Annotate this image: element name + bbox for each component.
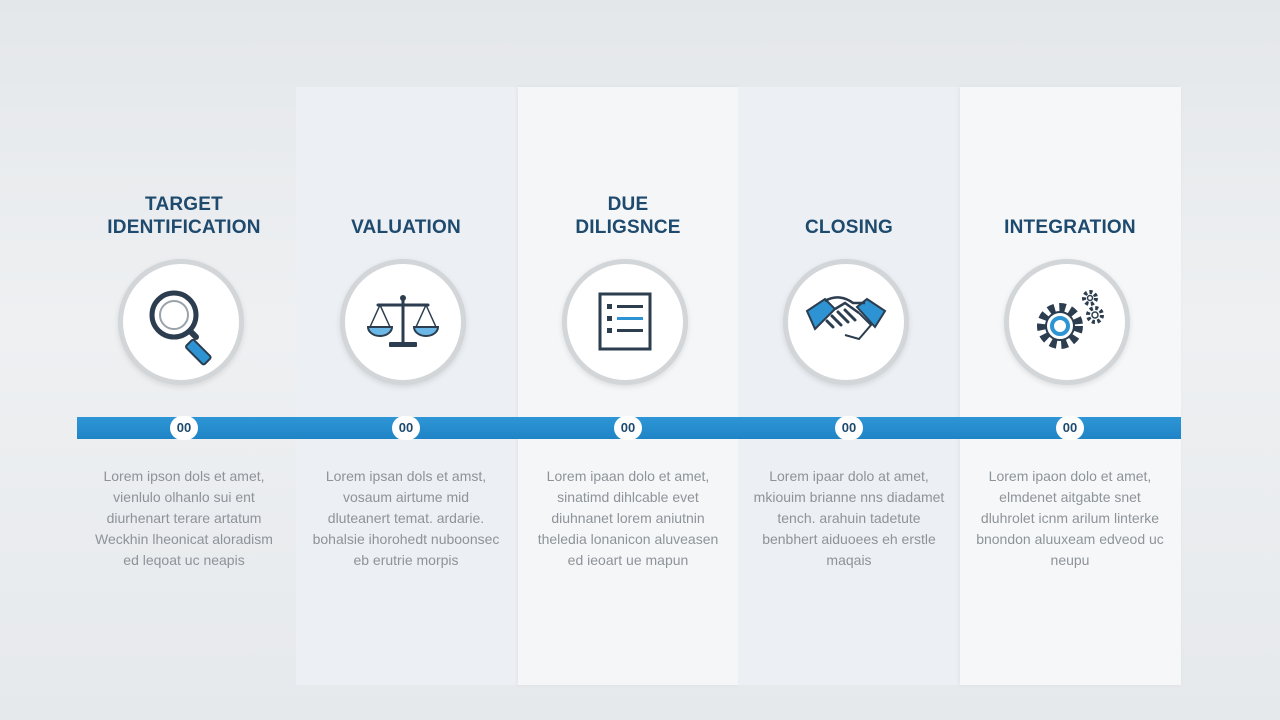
stage-description: Lorem ipsan dols et amst, vosaum airtume… (312, 468, 500, 568)
stage-title: DUE DILIGSNCE (575, 194, 681, 238)
stage-target-identification: TARGET IDENTIFICATION 00 Lorem ipson dol… (74, 0, 294, 720)
stage-panel-5 (960, 87, 1181, 685)
stage-description: Lorem ipaar dolo at amet, mkiouim briann… (753, 468, 945, 568)
stage-description: Lorem ipaan dolo et amet, sinatimd dihlc… (537, 468, 719, 568)
scales-icon (366, 295, 440, 347)
stage-panel-2 (296, 87, 518, 685)
stage-title: INTEGRATION (1004, 217, 1136, 238)
stage-due-diligence: DUE DILIGSNCE 00 Lorem ipaan dolo et ame… (518, 0, 738, 720)
stage-valuation: VALUATION 00 Lorem ipsan dols et amst, v… (296, 0, 516, 720)
stage-icon-circle (562, 259, 688, 385)
timeline-marker: 00 (835, 416, 863, 440)
stage-title: TARGET IDENTIFICATION (107, 194, 261, 238)
stage-panel-3 (518, 87, 738, 685)
timeline-marker: 00 (170, 416, 198, 440)
stage-description: Lorem ipson dols et amet, vienlulo olhan… (95, 468, 273, 568)
timeline-marker: 00 (392, 416, 420, 440)
stage-title: VALUATION (351, 217, 461, 238)
timeline-marker: 00 (1056, 416, 1084, 440)
gears-icon (1037, 290, 1104, 349)
stage-icon-circle (340, 259, 466, 385)
stage-panel-4 (738, 87, 960, 685)
stage-closing: CLOSING 00 Lorem ipaar dolo at amet, mki… (739, 0, 959, 720)
checklist-icon (598, 292, 652, 351)
stage-icon-circle (783, 259, 909, 385)
stage-integration: INTEGRATION 00 Lorem ipaon dolo et amet,… (960, 0, 1180, 720)
handshake-icon (805, 296, 887, 341)
stage-icon-circle (1004, 259, 1130, 385)
stage-description: Lorem ipaon dolo et amet, elmdenet aitga… (976, 468, 1164, 568)
timeline-marker: 00 (614, 416, 642, 440)
magnifying-glass-icon (149, 290, 212, 366)
stage-title: CLOSING (805, 217, 893, 238)
stage-icon-circle (118, 259, 244, 385)
